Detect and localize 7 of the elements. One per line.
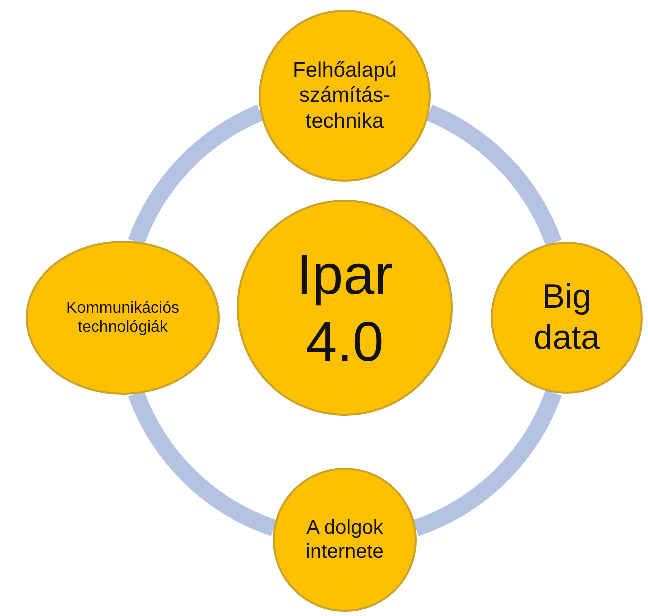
node-label: A dolgok internete xyxy=(305,516,385,564)
node-label: Felhőalapú számítás-technika xyxy=(292,58,398,134)
node-label: Ipar 4.0 xyxy=(296,242,394,375)
node-label: Big data xyxy=(532,277,602,359)
node-label: Kommunikációs technológiák xyxy=(66,298,180,338)
ring-connector xyxy=(426,105,562,246)
ring-connector xyxy=(412,390,562,536)
